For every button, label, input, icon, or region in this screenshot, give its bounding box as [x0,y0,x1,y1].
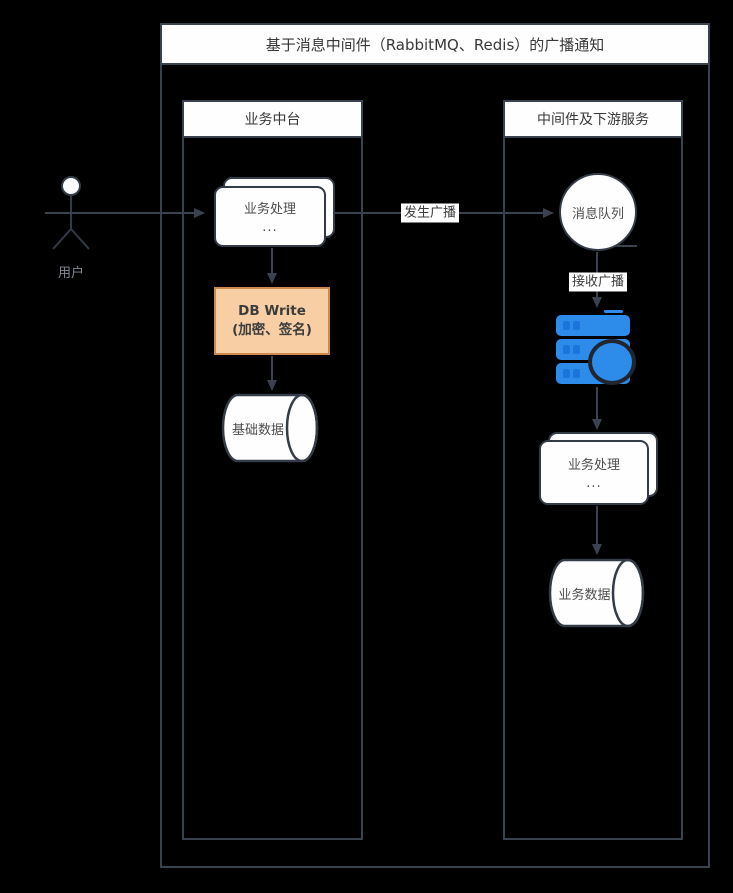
node-business-process-left: 业务处理 ... [214,186,326,247]
database-icon-bar [556,315,630,336]
diagram-title: 基于消息中间件（RabbitMQ、Redis）的广播通知 [160,23,710,65]
edge-label-broadcast-send: 发生广播 [400,203,460,223]
lane-header-middleware-downstream: 中间件及下游服务 [503,100,683,138]
lane-header-business-platform: 业务中台 [182,100,363,138]
database-icon-disk [588,339,636,385]
node-ellipsis: ... [586,475,602,491]
cylinder-icon [548,558,645,628]
node-db-write: DB Write (加密、签名) [214,287,330,355]
node-sublabel: (加密、签名) [232,322,312,338]
cylinder-icon [221,393,319,463]
lane-middleware-downstream: 中间件及下游服务 [503,100,683,840]
person-icon [52,176,90,250]
node-label: DB Write [238,303,306,319]
node-label: 基础数据 [231,422,284,438]
node-business-process-right: 业务处理 ... [539,440,649,505]
node-ellipsis: ... [262,219,278,235]
actor-label: 用户 [57,266,85,281]
database-icon [556,310,636,387]
node-base-data: 基础数据 [221,393,321,463]
node-business-data: 业务数据 [548,558,647,628]
node-label: 业务数据 [558,587,611,603]
node-message-queue: 消息队列 [559,173,637,251]
node-label: 业务处理 [243,201,296,217]
edge-label-broadcast-receive: 接收广播 [568,272,628,292]
node-label: 业务处理 [567,457,620,473]
database-icon-dash [604,310,623,313]
lane-business-platform: 业务中台 [182,100,363,840]
node-label: 消息队列 [571,206,624,222]
